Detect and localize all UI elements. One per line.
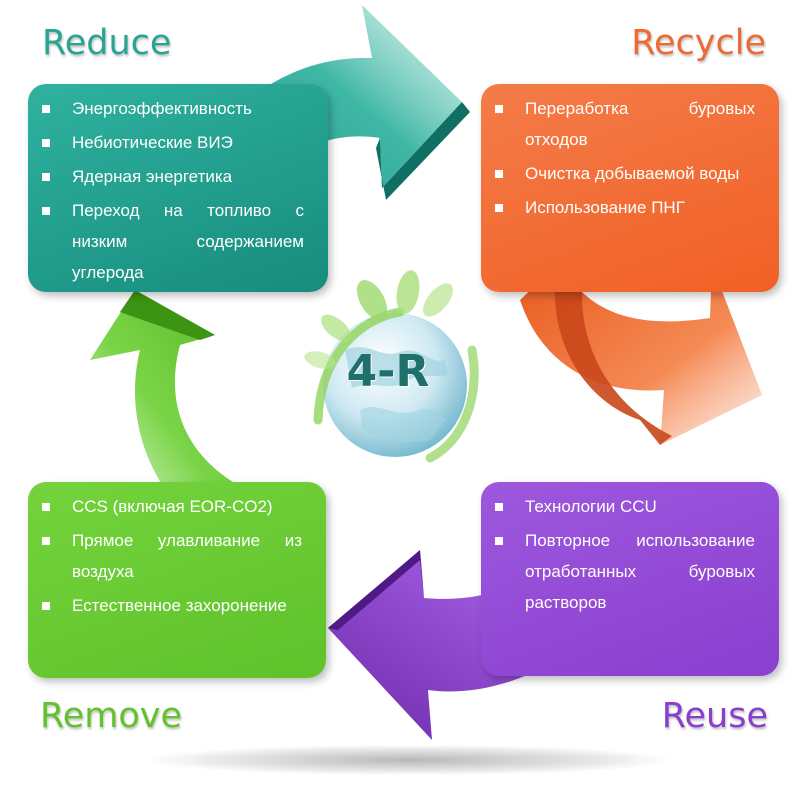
reduce-title: Reduce bbox=[42, 23, 172, 63]
reduce-box: Энергоэффективность Небиотические ВИЭ Яд… bbox=[28, 84, 328, 292]
list-item: Использование ПНГ bbox=[495, 192, 755, 223]
reuse-list: Технологии CCU Повторное использование о… bbox=[495, 491, 755, 618]
list-item: Ядерная энергетика bbox=[42, 161, 304, 192]
reuse-title: Reuse bbox=[661, 696, 768, 736]
reduce-list: Энергоэффективность Небиотические ВИЭ Яд… bbox=[42, 93, 304, 288]
list-item: Переход на топливо с низким содержанием … bbox=[42, 195, 304, 288]
remove-list: CCS (включая EOR-CO2) Прямое улавливание… bbox=[42, 491, 302, 621]
reduce-arrow-edge bbox=[376, 102, 470, 200]
list-item: Небиотические ВИЭ bbox=[42, 127, 304, 158]
floor-shadow bbox=[150, 745, 670, 775]
reuse-arrow-edge bbox=[328, 550, 424, 630]
reuse-box: Технологии CCU Повторное использование о… bbox=[481, 482, 779, 676]
list-item: Переработка буровых отходов bbox=[495, 93, 755, 155]
remove-box: CCS (включая EOR-CO2) Прямое улавливание… bbox=[28, 482, 326, 678]
list-item: Естественное захоронение bbox=[42, 590, 302, 621]
list-item: Очистка добываемой воды bbox=[495, 158, 755, 189]
list-item: Технологии CCU bbox=[495, 491, 755, 522]
recycle-title: Recycle bbox=[631, 23, 766, 63]
remove-arrow-edge bbox=[120, 290, 215, 340]
globe-with-leaves-icon bbox=[303, 270, 487, 477]
list-item: Повторное использование отработанных бур… bbox=[495, 525, 755, 618]
recycle-box: Переработка буровых отходов Очистка добы… bbox=[481, 84, 779, 292]
list-item: CCS (включая EOR-CO2) bbox=[42, 491, 302, 522]
list-item: Энергоэффективность bbox=[42, 93, 304, 124]
list-item: Прямое улавливание из воздуха bbox=[42, 525, 302, 587]
remove-title: Remove bbox=[40, 696, 183, 736]
center-label: 4-R bbox=[346, 346, 430, 397]
recycle-list: Переработка буровых отходов Очистка добы… bbox=[495, 93, 755, 223]
